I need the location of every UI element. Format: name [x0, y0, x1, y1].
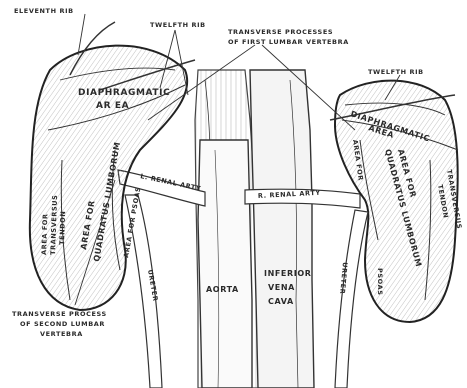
label-transverse-second-3: VERTEBRA: [40, 330, 83, 338]
label-twelfth-rib-left: TWELFTH RIB: [150, 21, 206, 29]
label-transverse-second-2: OF SECOND LUMBAR: [20, 320, 105, 328]
label-psoas-right-bottom: PSOAS: [376, 268, 384, 296]
label-transversus-left-1: AREA FOR: [40, 213, 49, 255]
label-diaphragmatic-left-2: AR EA: [96, 101, 129, 111]
label-aorta: AORTA: [206, 285, 239, 294]
label-twelfth-rib-right: TWELFTH RIB: [368, 68, 424, 76]
label-ivc-3: CAVA: [268, 297, 294, 306]
label-diaphragmatic-left-1: DIAPHRAGMATIC: [78, 88, 170, 98]
aorta: [198, 140, 252, 388]
label-ivc-1: INFERIOR: [264, 269, 312, 278]
label-ivc-2: VENA: [268, 283, 295, 292]
label-transversus-left-3: TENDON: [58, 211, 67, 246]
right-ureter: [335, 210, 368, 388]
label-eleventh-rib: ELEVENTH RIB: [14, 7, 74, 15]
label-transverse-first-2: OF FIRST LUMBAR VERTEBRA: [228, 38, 349, 46]
label-transverse-second-1: TRANSVERSE PROCESS: [12, 310, 107, 318]
label-transverse-first-1: TRANSVERSE PROCESSES: [228, 28, 333, 36]
label-ureter-right: URETER: [338, 262, 349, 295]
inferior-vena-cava: [250, 70, 314, 388]
